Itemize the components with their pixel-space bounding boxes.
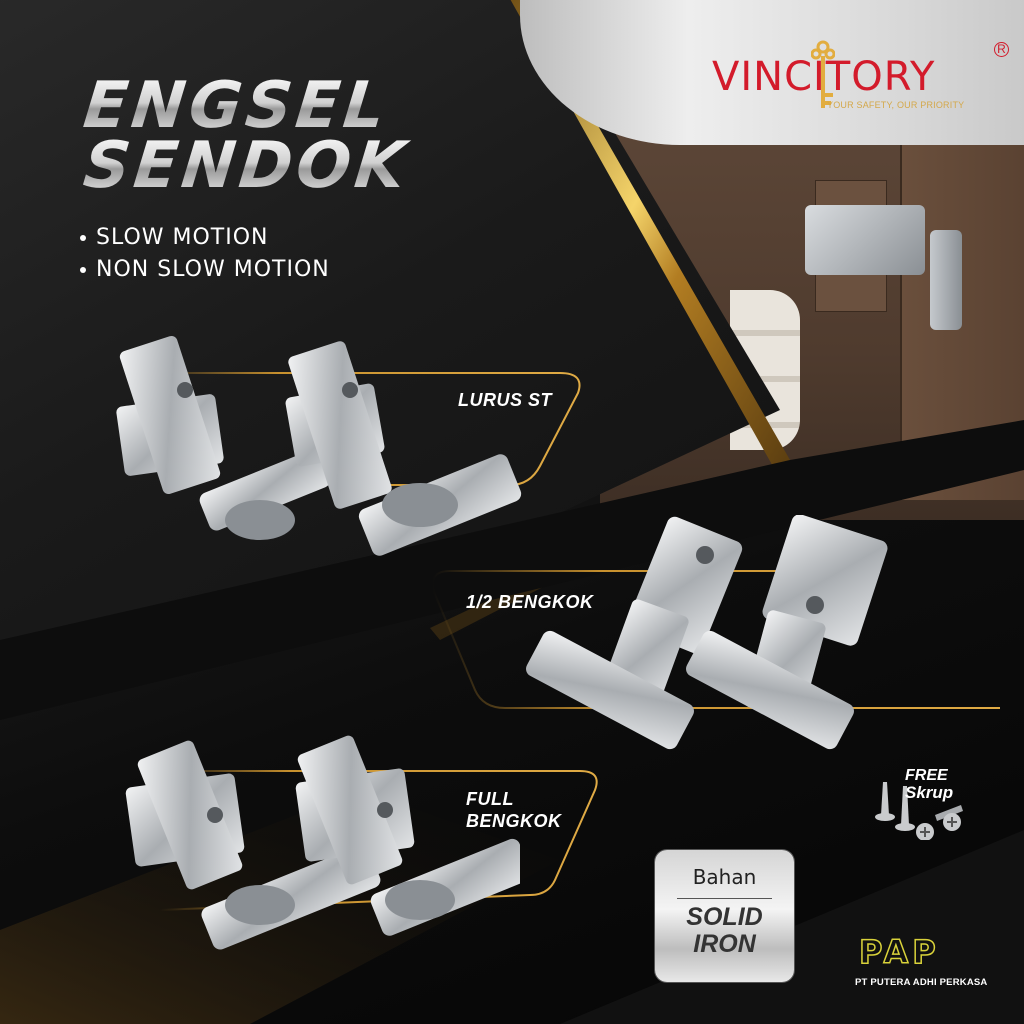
bullet-icon xyxy=(80,267,86,273)
vincitory-logo: VINCITORY R YOUR SAFETY, OUR PRIORITY xyxy=(712,40,1009,118)
free-screws-label: FREE Skrup xyxy=(905,767,953,801)
material-value: SOLID IRON xyxy=(655,904,794,958)
variant-label-full-bengkok: FULL BENGKOK xyxy=(466,788,562,832)
company-logo: PAP PT PUTERA ADHI PERKASA xyxy=(855,933,988,988)
screws-image xyxy=(875,782,963,840)
variant-label-line: BENGKOK xyxy=(466,811,562,831)
feature-item: SLOW MOTION xyxy=(80,222,330,254)
feature-label: NON SLOW MOTION xyxy=(96,257,330,282)
free-label: FREE xyxy=(905,767,948,784)
logo-banner xyxy=(520,0,1024,145)
mounted-hinge-arm-image xyxy=(805,205,925,275)
page-title: ENGSEL SENDOK xyxy=(80,69,413,203)
title-line-2: SENDOK xyxy=(80,129,413,203)
key-icon xyxy=(811,40,835,108)
hinge-pair-lurus-image xyxy=(116,335,522,556)
material-badge: Bahan SOLID IRON xyxy=(655,850,794,982)
material-title: Bahan xyxy=(692,865,757,889)
skrup-label: Skrup xyxy=(905,783,954,802)
brand-wordmark: VINCITORY xyxy=(712,54,936,100)
variant-label-line: FULL xyxy=(466,789,514,809)
cabinet-door-image xyxy=(900,130,1024,500)
mounted-hinge-plate-image xyxy=(930,230,962,330)
hinge-pair-full-bengkok-image xyxy=(125,735,520,950)
bullet-icon xyxy=(80,235,86,241)
variant-label-half-bengkok: 1/2 BENGKOK xyxy=(466,592,594,612)
divider xyxy=(677,898,772,899)
company-name: PT PUTERA ADHI PERKASA xyxy=(855,977,988,988)
hinge-pair-half-bengkok-image xyxy=(526,515,888,750)
feature-list: SLOW MOTION NON SLOW MOTION xyxy=(80,222,330,286)
material-line: SOLID xyxy=(686,903,763,931)
brand-tagline: YOUR SAFETY, OUR PRIORITY xyxy=(827,100,965,110)
title-line-1: ENGSEL xyxy=(80,69,412,143)
registered-mark: R xyxy=(994,42,1009,57)
company-mark: PAP xyxy=(858,933,940,971)
feature-item: NON SLOW MOTION xyxy=(80,254,330,286)
material-line: IRON xyxy=(693,930,756,958)
variant-label-lurus-st: LURUS ST xyxy=(458,390,552,410)
feature-label: SLOW MOTION xyxy=(96,225,269,250)
